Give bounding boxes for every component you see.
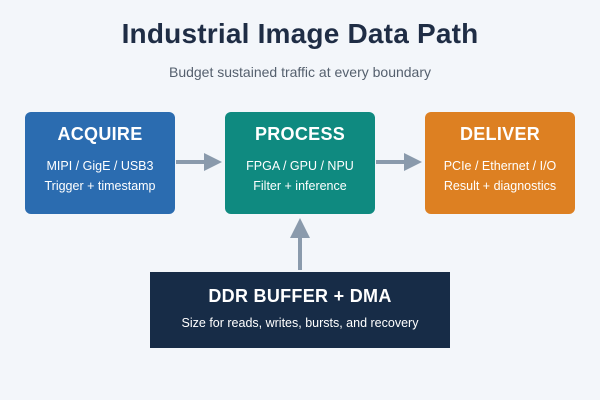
acquire-detail: Trigger + timestamp <box>44 179 156 193</box>
deliver-stage-box: DELIVER PCIe / Ethernet / I/O Result + d… <box>425 112 575 214</box>
ddr-buffer-heading: DDR BUFFER + DMA <box>208 286 392 306</box>
ddr-buffer-note: Size for reads, writes, bursts, and reco… <box>181 316 419 330</box>
acquire-heading: ACQUIRE <box>57 124 143 144</box>
process-stage-box: PROCESS FPGA / GPU / NPU Filter + infere… <box>225 112 375 214</box>
acquire-interfaces: MIPI / GigE / USB3 <box>46 159 154 173</box>
process-detail: Filter + inference <box>253 179 347 193</box>
acquire-stage-box: ACQUIRE MIPI / GigE / USB3 Trigger + tim… <box>25 112 175 214</box>
arrow-acquire-to-process-shaft <box>176 160 206 164</box>
deliver-heading: DELIVER <box>459 124 541 144</box>
arrow-ddr-to-process-head <box>290 218 310 238</box>
deliver-interfaces: PCIe / Ethernet / I/O <box>443 159 557 173</box>
arrow-acquire-to-process-head <box>204 153 222 171</box>
arrow-process-to-deliver-shaft <box>376 160 406 164</box>
deliver-detail: Result + diagnostics <box>443 179 557 193</box>
ddr-buffer-box: DDR BUFFER + DMA Size for reads, writes,… <box>150 272 450 348</box>
diagram-title: Industrial Image Data Path <box>121 18 479 49</box>
arrow-process-to-deliver-head <box>404 153 422 171</box>
arrow-ddr-to-process-shaft <box>298 236 302 270</box>
process-hardware: FPGA / GPU / NPU <box>246 159 354 173</box>
process-heading: PROCESS <box>254 124 346 144</box>
diagram-subtitle: Budget sustained traffic at every bounda… <box>168 64 431 80</box>
